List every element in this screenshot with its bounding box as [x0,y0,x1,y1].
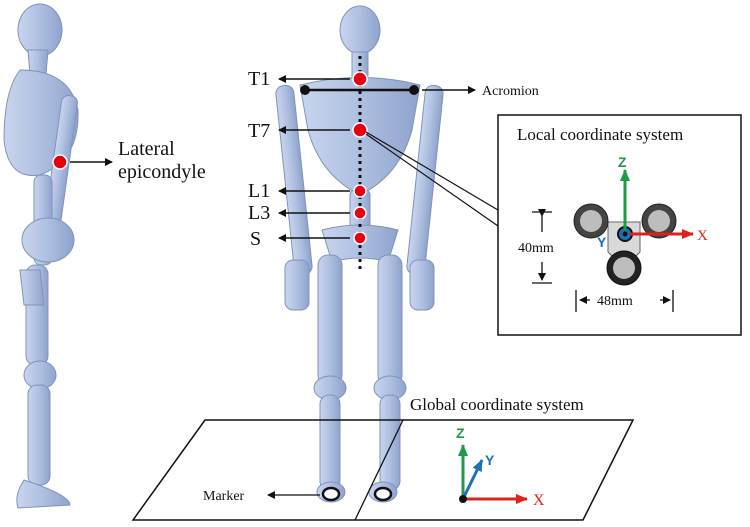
t7-label: T7 [248,120,270,142]
lateral-epicondyle-dot [52,154,68,170]
callout-line-top [365,131,499,211]
local-cs-title: Local coordinate system [517,125,683,144]
local-z-label: Z [618,154,627,170]
l1-label: L1 [248,180,270,202]
s-dot [353,231,367,245]
acromion-left-dot [300,85,310,95]
local-x-label: X [697,228,708,244]
marker-cluster [573,203,677,286]
t1-dot [352,71,368,87]
global-y-axis [461,459,484,500]
floor-plate [131,419,635,521]
lateral-epicondyle-label-2: epicondyle [118,161,206,183]
acromion-right-dot [409,85,419,95]
callout-line-bottom [365,133,499,227]
width-dimension-label: 48mm [597,294,633,309]
foot-marker-right [373,486,393,502]
floor-plate-divider [354,419,404,521]
global-x-label: X [533,492,545,509]
t7-dot [352,122,368,138]
foot-marker-left [321,486,341,502]
width-dimension [575,290,674,312]
l3-dot [353,206,367,220]
t1-label: T1 [248,68,270,90]
global-origin-dot [459,495,467,503]
l3-label: L3 [248,202,270,224]
acromion-label: Acromion [482,84,539,99]
global-z-label: Z [456,425,465,441]
side-skeleton [3,3,79,509]
s-label: S [250,228,261,250]
local-y-label: Y [597,234,607,250]
l1-dot [353,184,367,198]
lateral-epicondyle-label-1: Lateral [118,138,175,160]
height-dimension-label: 40mm [518,241,554,256]
marker-label: Marker [203,489,245,504]
global-cs-title: Global coordinate system [410,395,584,414]
global-y-label: Y [485,452,495,468]
back-skeleton [275,5,444,503]
height-dimension [532,209,552,284]
